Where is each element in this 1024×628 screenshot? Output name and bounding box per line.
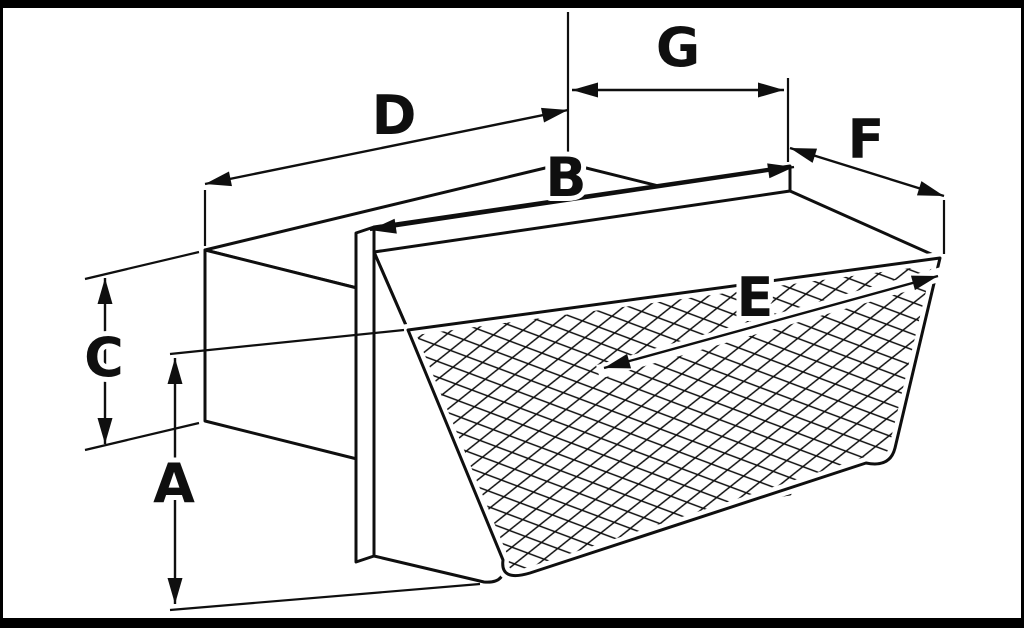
frame-left (0, 0, 3, 628)
dim-e-line (603, 274, 939, 370)
dimension-g: G (572, 11, 790, 162)
dim-label-c: C (84, 326, 124, 389)
dimension-a: A (148, 328, 481, 612)
dim-a-extension-top (169, 328, 405, 356)
frame-bottom (0, 618, 1024, 628)
dim-d-line (204, 107, 569, 187)
dim-c-extension-top (84, 250, 200, 281)
dim-b-line (369, 163, 795, 234)
dim-label-f: F (848, 108, 885, 171)
frame-top (0, 0, 1024, 8)
flange-edge-strip (354, 225, 376, 564)
dim-a-extension-bottom (169, 582, 481, 612)
dimension-b: B (369, 141, 795, 234)
dimension-e: E (596, 261, 944, 379)
dim-f-line (789, 146, 945, 198)
dim-label-b: B (545, 146, 586, 209)
dimension-d: D (203, 12, 570, 246)
dim-label-d: D (372, 84, 417, 147)
dim-label-g: G (656, 16, 700, 79)
dimension-c: C (79, 250, 200, 452)
dim-c-extension-bottom (84, 421, 200, 452)
hood (372, 189, 948, 584)
dimension-f: F (789, 103, 946, 254)
dim-label-e: E (737, 266, 774, 329)
frame-right (1021, 0, 1024, 628)
screen-outline (406, 256, 942, 578)
dim-label-a: A (153, 452, 195, 515)
